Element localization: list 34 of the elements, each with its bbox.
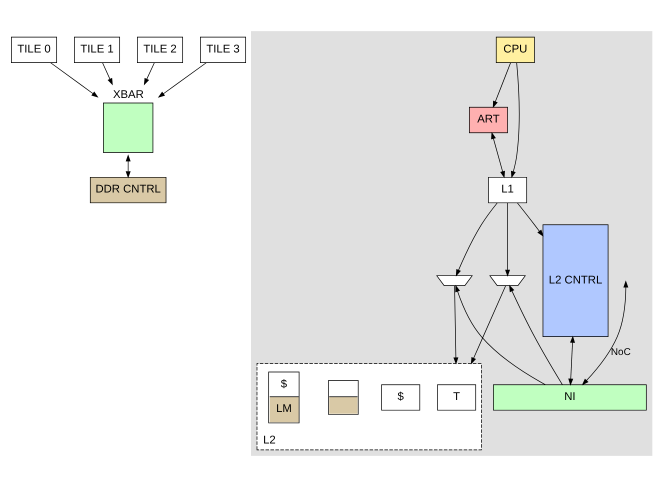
- node-box: TILE 1: [74, 36, 120, 63]
- node-trapezoid: [489, 275, 526, 286]
- node-box: TILE 3: [200, 36, 246, 63]
- node-box: T: [437, 384, 476, 411]
- cluster: [250, 31, 652, 456]
- arrow: [509, 284, 563, 386]
- arrow: [505, 202, 510, 277]
- arrow: [517, 202, 544, 237]
- arrow: [470, 285, 506, 364]
- node-box: DDR CNTRL: [90, 176, 166, 204]
- arrow: [158, 62, 207, 98]
- arrow: [455, 284, 546, 385]
- node-box: L2 CNTRL: [542, 224, 608, 337]
- arrow: [568, 336, 575, 386]
- node-trapezoid: [436, 275, 473, 286]
- arrow: [582, 280, 628, 386]
- arrow: [456, 202, 498, 276]
- arrow: [453, 285, 458, 365]
- arrow: [144, 62, 155, 86]
- arrow: [126, 154, 131, 178]
- node-box: TILE 0: [11, 36, 58, 63]
- node-box: L1: [488, 176, 528, 204]
- node-label: XBAR: [112, 88, 144, 101]
- node-box: $: [381, 384, 420, 411]
- node-box: CPU: [496, 36, 535, 63]
- arrow: [510, 62, 520, 178]
- arrow: [492, 62, 511, 108]
- arrow: [50, 62, 98, 98]
- node-box: ART: [469, 106, 508, 134]
- node-box: NI: [493, 384, 647, 411]
- edge-label: NoC: [610, 347, 631, 358]
- arrow: [102, 62, 113, 86]
- arrow: [491, 132, 505, 178]
- node-box: TILE 2: [137, 36, 184, 63]
